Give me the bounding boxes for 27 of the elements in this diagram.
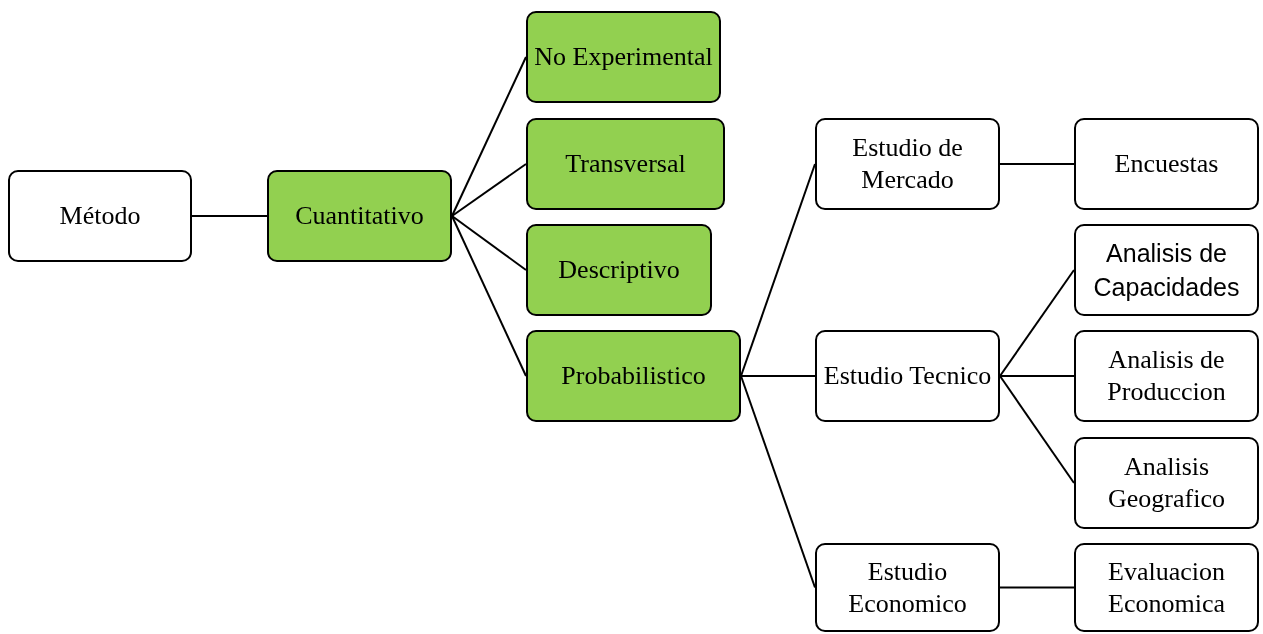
process-box: Cuantitativo — [267, 170, 452, 262]
connector-line — [740, 375, 816, 589]
connector-line — [451, 215, 527, 377]
process-box: Transversal — [526, 118, 725, 210]
process-box: Descriptivo — [526, 224, 712, 316]
process-box: Analisis de Capacidades — [1074, 224, 1259, 316]
connector-line — [451, 56, 527, 217]
connector-line — [740, 163, 816, 377]
connector-line — [999, 163, 1075, 165]
connector-line — [999, 586, 1075, 589]
process-box: Método — [8, 170, 192, 262]
connector-line — [740, 375, 816, 377]
connector-line — [999, 375, 1075, 484]
connector-line — [451, 163, 527, 217]
process-box: Estudio Tecnico — [815, 330, 1000, 422]
process-box: Analisis Geografico — [1074, 437, 1259, 529]
process-box: Encuestas — [1074, 118, 1259, 210]
connector-line — [191, 215, 268, 217]
connector-line — [999, 269, 1075, 377]
process-box: Estudio Economico — [815, 543, 1000, 632]
process-box: No Experimental — [526, 11, 721, 103]
process-box: Evaluacion Economica — [1074, 543, 1259, 632]
process-box: Probabilistico — [526, 330, 741, 422]
process-box: Analisis de Produccion — [1074, 330, 1259, 422]
connector-line — [999, 375, 1075, 377]
process-box: Estudio de Mercado — [815, 118, 1000, 210]
connector-line — [451, 215, 527, 271]
